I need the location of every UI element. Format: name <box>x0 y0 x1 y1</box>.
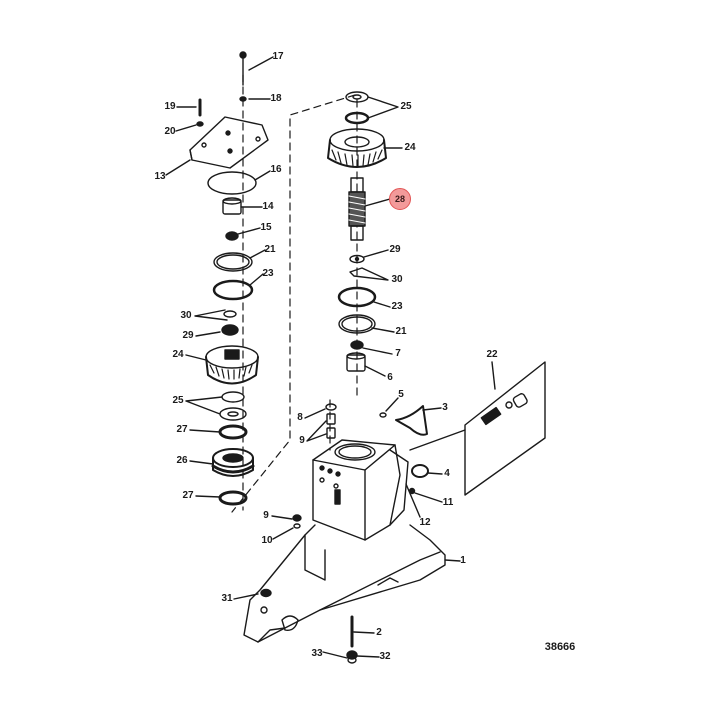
part-label-20[interactable]: 20 <box>164 126 176 137</box>
part-label-22[interactable]: 22 <box>486 349 498 360</box>
part-label-32[interactable]: 32 <box>379 651 391 662</box>
figure-number: 38666 <box>544 641 576 653</box>
part-label-18[interactable]: 18 <box>270 93 282 104</box>
part-label-14[interactable]: 14 <box>262 201 274 212</box>
part-label-24[interactable]: 24 <box>172 349 184 360</box>
highlighted-part-number: 28 <box>394 194 405 204</box>
part-label-29[interactable]: 29 <box>182 330 194 341</box>
part-label-24[interactable]: 24 <box>404 142 416 153</box>
part-label-21[interactable]: 21 <box>395 326 407 337</box>
part-label-16[interactable]: 16 <box>270 164 282 175</box>
part-label-9[interactable]: 9 <box>263 510 269 521</box>
part-label-27[interactable]: 27 <box>176 424 188 435</box>
part-label-30[interactable]: 30 <box>180 310 192 321</box>
part-label-26[interactable]: 26 <box>176 455 188 466</box>
left-stack-parts <box>165 51 274 506</box>
part-label-30[interactable]: 30 <box>391 274 403 285</box>
right-stack-parts <box>327 91 403 377</box>
part-label-17[interactable]: 17 <box>272 51 284 62</box>
part-label-25[interactable]: 25 <box>400 101 412 112</box>
inset-box-22 <box>409 361 546 496</box>
part-label-9[interactable]: 9 <box>299 435 305 446</box>
housing-small-parts <box>304 397 442 442</box>
part-label-4[interactable]: 4 <box>444 468 450 479</box>
part-label-10[interactable]: 10 <box>261 535 273 546</box>
part-label-6[interactable]: 6 <box>387 372 393 383</box>
part-label-25[interactable]: 25 <box>172 395 184 406</box>
part-label-2[interactable]: 2 <box>376 627 382 638</box>
part-label-8[interactable]: 8 <box>297 412 303 423</box>
part-label-1[interactable]: 1 <box>460 555 466 566</box>
part-label-12[interactable]: 12 <box>419 517 431 528</box>
part-label-15[interactable]: 15 <box>260 222 272 233</box>
part-label-5[interactable]: 5 <box>398 389 404 400</box>
part-label-27[interactable]: 27 <box>182 490 194 501</box>
highlighted-part-callout[interactable]: 28 <box>389 188 411 210</box>
part-label-31[interactable]: 31 <box>221 593 233 604</box>
part-label-23[interactable]: 23 <box>262 268 274 279</box>
part-label-23[interactable]: 23 <box>391 301 403 312</box>
gearcase-housing <box>271 439 443 581</box>
part-label-7[interactable]: 7 <box>395 348 401 359</box>
gearcase-skeg-1 <box>233 524 461 664</box>
part-label-3[interactable]: 3 <box>442 402 448 413</box>
part-label-11[interactable]: 11 <box>442 497 454 508</box>
part-label-21[interactable]: 21 <box>264 244 276 255</box>
part-label-19[interactable]: 19 <box>164 101 176 112</box>
part-label-33[interactable]: 33 <box>311 648 323 659</box>
part-label-29[interactable]: 29 <box>389 244 401 255</box>
part-label-13[interactable]: 13 <box>154 171 166 182</box>
